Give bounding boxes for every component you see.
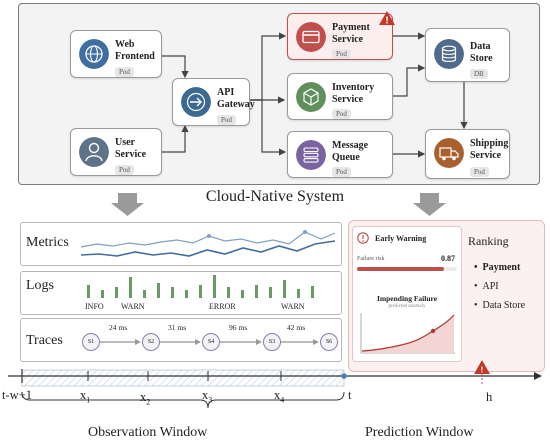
observation-window-band (21, 369, 345, 387)
t-label: t (348, 388, 352, 402)
logs-label: Logs (26, 278, 54, 293)
gateway-arrow-icon (181, 87, 211, 117)
log-level-label: WARN (281, 302, 305, 311)
x4-label: x4 (274, 388, 285, 405)
trace-latency: 24 ms (109, 323, 128, 332)
edge-gateway-to-queue (250, 99, 287, 156)
trace-span: S4 (202, 333, 220, 351)
alert-circle-icon (357, 232, 369, 244)
failure-risk-value: 0.87 (441, 254, 455, 263)
service-tag: DB (470, 69, 488, 79)
ranking-item: • Data Store (474, 300, 526, 311)
early-warning-title: Early Warning (375, 234, 427, 243)
log-level-label: WARN (121, 302, 145, 311)
failure-risk-label: Failure risk (357, 256, 385, 262)
box-icon (296, 82, 326, 112)
credit-card-icon (296, 22, 326, 52)
log-frequency-bars (87, 275, 314, 298)
observation-window-title: Observation Window (88, 425, 208, 440)
svg-text:!: ! (481, 366, 484, 375)
metrics-label: Metrics (26, 235, 69, 250)
edge-inventory-to-datastore (393, 64, 426, 97)
failure-risk-bar (357, 267, 444, 271)
system-title: Cloud-Native System (205, 188, 345, 205)
trace-latency: 42 ms (287, 323, 306, 332)
failure-risk-track (357, 267, 457, 271)
trace-span: S6 (320, 333, 338, 351)
system-to-observation-arrow (111, 193, 144, 216)
horizon-warning-icon (474, 360, 490, 374)
metrics-lines (80, 230, 336, 257)
user-icon (79, 137, 109, 167)
x3-label: x3 (202, 388, 213, 405)
service-tag: Pod (470, 167, 489, 177)
globe-icon (79, 39, 109, 69)
metrics-panel: Metrics (20, 222, 342, 266)
service-tag: Pod (115, 165, 134, 175)
service-tag: Pod (115, 67, 134, 77)
service-tag: Pod (332, 49, 351, 59)
trace-latency: 31 ms (168, 323, 187, 332)
current-time-marker (341, 373, 347, 379)
log-level-label: INFO (85, 302, 104, 311)
trace-span: S2 (142, 333, 160, 351)
trace-span: S3 (263, 333, 281, 351)
traces-panel: Traces S1 S2 S4 S3 S6 24 ms 31 ms 96 ms … (20, 318, 342, 362)
ranking-title: Ranking (468, 234, 509, 248)
risk-trend-chart (360, 313, 455, 354)
system-to-prediction-arrow (413, 193, 446, 216)
queue-icon (296, 140, 326, 170)
log-level-label: ERROR (209, 302, 236, 311)
ranking-item: • API (474, 281, 499, 292)
service-tag: Pod (332, 109, 351, 119)
impending-failure-title: Impending Failure (376, 294, 438, 303)
trace-edges (100, 339, 319, 345)
service-tag: Pod (217, 115, 236, 125)
traces-label: Traces (26, 333, 63, 348)
prediction-window-title: Prediction Window (365, 425, 474, 440)
truck-icon (434, 138, 464, 168)
h-label: h (486, 390, 493, 404)
edge-user-to-gateway (162, 124, 189, 153)
service-tag: Pod (332, 167, 351, 177)
early-warning-card: Early Warning Failure risk 0.87 Impendin… (352, 226, 462, 362)
trace-latency: 96 ms (229, 323, 248, 332)
ranking-item: • Payment (474, 262, 521, 273)
database-icon (434, 39, 464, 69)
edge-web-to-gateway (162, 55, 189, 79)
warning-icon: ! (379, 11, 395, 27)
x1-label: x1 (80, 388, 91, 405)
svg-text:!: ! (385, 16, 388, 27)
impending-failure-subtitle: predicted anomaly (388, 304, 426, 309)
window-start-label: t-w+1 (2, 388, 32, 402)
x2-label: x2 (140, 390, 151, 407)
logs-panel: Logs INFO WARN ERROR WARN (20, 271, 342, 315)
trace-span: S1 (82, 333, 100, 351)
